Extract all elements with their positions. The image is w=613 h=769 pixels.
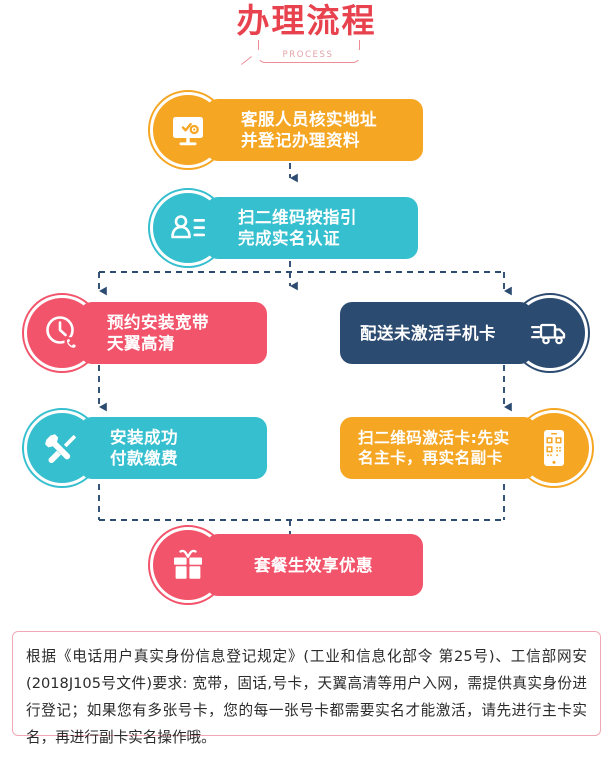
clock-phone-icon	[22, 293, 102, 373]
step-plan-effective-label: 套餐生效享优惠	[254, 555, 373, 575]
legal-note-text: 根据《电话用户真实身份信息登记规定》(工业和信息化部令 第25号)、工信部网安(…	[26, 648, 587, 746]
step-activate-card-label: 扫二维码激活卡:先实 名主卡，再实名副卡	[358, 429, 510, 467]
step-scan-realname[interactable]: 扫二维码按指引 完成实名认证	[148, 188, 418, 268]
page-subtitle: PROCESS	[252, 50, 364, 60]
step-address-verify[interactable]: 客服人员核实地址 并登记办理资料	[148, 90, 423, 170]
step-install-payment[interactable]: 安装成功 付款缴费	[22, 408, 267, 488]
delivery-truck-icon	[510, 293, 590, 373]
page-title-block: 办理流程	[0, 2, 613, 40]
step-address-verify-label: 客服人员核实地址 并登记办理资料	[241, 110, 377, 150]
step-install-payment-label: 安装成功 付款缴费	[110, 428, 178, 468]
step-scan-realname-label: 扫二维码按指引 完成实名认证	[238, 208, 357, 248]
legal-note-box: 根据《电话用户真实身份信息登记规定》(工业和信息化部令 第25号)、工信部网安(…	[12, 631, 601, 746]
person-list-icon	[148, 188, 228, 268]
page-title: 办理流程	[236, 1, 377, 40]
step-activate-card[interactable]: 扫二维码激活卡:先实 名主卡，再实名副卡	[340, 408, 594, 488]
step-deliver-simcard-label: 配送未激活手机卡	[360, 323, 496, 343]
step-deliver-simcard[interactable]: 配送未激活手机卡	[340, 293, 590, 373]
step-plan-effective[interactable]: 套餐生效享优惠	[148, 525, 423, 605]
step-book-broadband-label: 预约安装宽带 天翼高清	[107, 313, 209, 353]
gift-icon	[148, 525, 228, 605]
tools-icon	[22, 408, 102, 488]
monitor-gear-icon	[148, 90, 228, 170]
step-book-broadband[interactable]: 预约安装宽带 天翼高清	[22, 293, 267, 373]
smartphone-qr-icon	[514, 408, 594, 488]
